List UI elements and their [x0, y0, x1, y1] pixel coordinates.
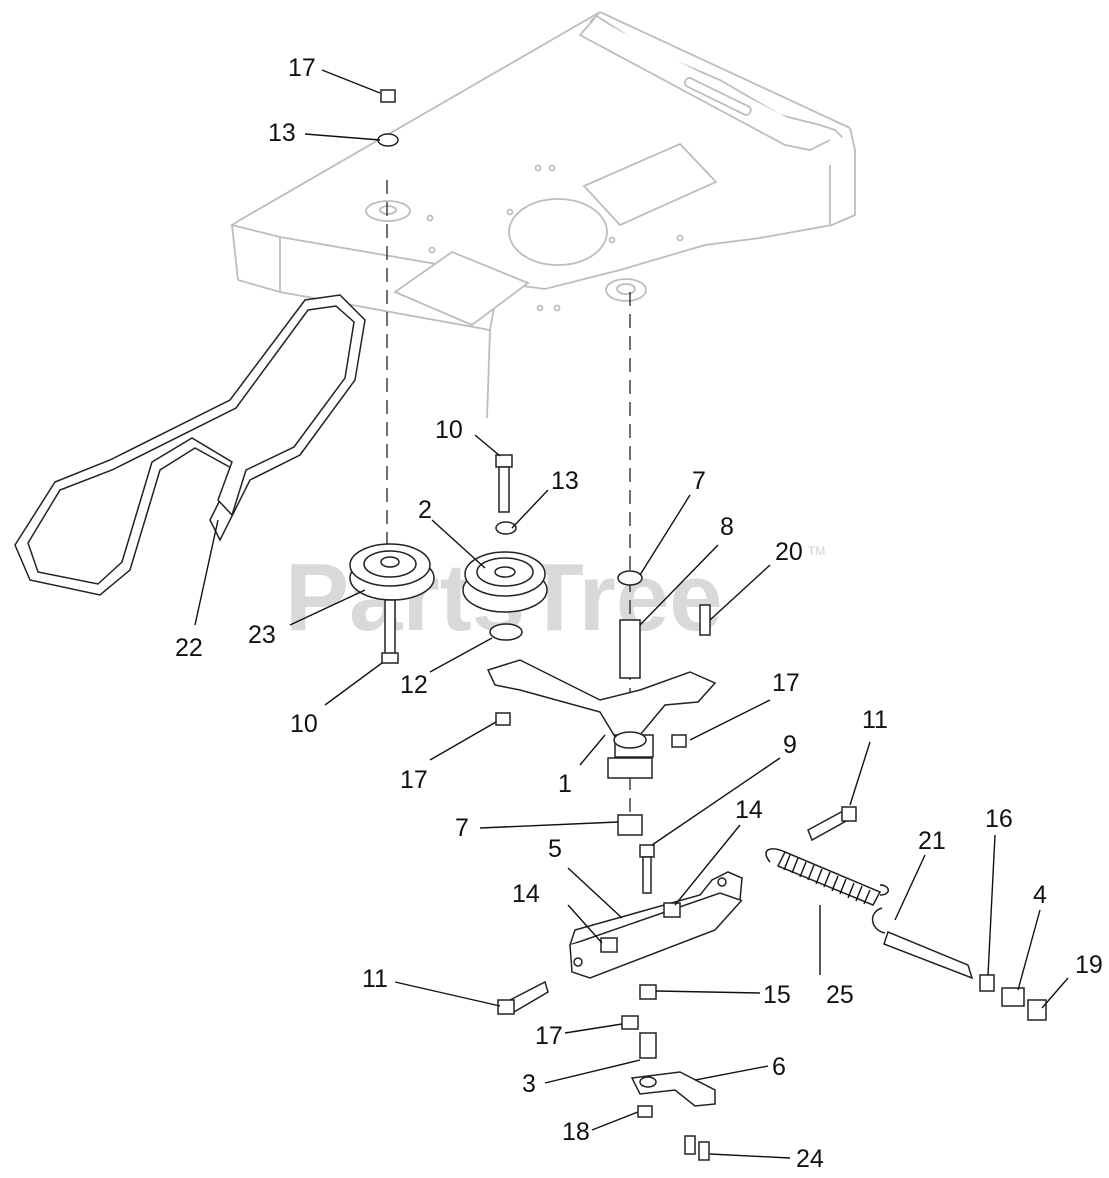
leader-lines [194, 69, 1069, 1159]
callout-6: 6 [772, 1053, 786, 1081]
idler-arm-part-1 [486, 659, 717, 779]
spacer-part-4 [1001, 987, 1025, 1007]
tube-part-8 [619, 619, 641, 679]
callout-15: 15 [763, 981, 791, 1009]
callout-14-left: 14 [512, 880, 540, 908]
washer-part-13-top [377, 133, 399, 147]
callout-7-lower: 7 [455, 814, 469, 842]
nut-part-17-top [380, 89, 396, 103]
bolt-part-10-lower [384, 599, 396, 656]
callout-24: 24 [796, 1145, 824, 1173]
callout-8: 8 [720, 513, 734, 541]
bushing-part-7-upper [617, 570, 643, 586]
callout-3: 3 [522, 1070, 536, 1098]
callout-16: 16 [985, 805, 1013, 833]
watermark-tm: TM [808, 544, 825, 558]
bolt-head-part-10-upper [495, 454, 513, 468]
callout-17-right: 17 [772, 669, 800, 697]
callout-2: 2 [418, 496, 432, 524]
callout-12: 12 [400, 671, 428, 699]
callout-25: 25 [826, 981, 854, 1009]
callout-19: 19 [1075, 951, 1103, 979]
nut-part-14-left [600, 937, 618, 953]
bushing-part-16 [979, 974, 995, 992]
bolt-part-11-right [807, 806, 857, 842]
nut-part-14-right [663, 902, 681, 918]
washer-part-13-mid [495, 521, 517, 535]
bracket-part-5 [568, 871, 743, 979]
callout-22: 22 [175, 634, 203, 662]
belt-part-22 [14, 294, 366, 596]
bolt-part-9 [642, 856, 652, 894]
nut-part-19 [1027, 999, 1047, 1021]
screw-part-24-a [684, 1135, 696, 1155]
nut-part-18 [637, 1105, 653, 1118]
callout-13-mid: 13 [551, 467, 579, 495]
callout-5: 5 [548, 835, 562, 863]
callout-11-right: 11 [862, 706, 888, 734]
bushing-part-7-lower [617, 814, 643, 836]
callout-18: 18 [562, 1118, 590, 1146]
callout-17-top: 17 [288, 54, 316, 82]
rod-part-21 [871, 907, 974, 980]
bolt-head-part-10-lower [381, 652, 399, 664]
callout-10-lower: 10 [290, 710, 318, 738]
nut-part-15 [639, 984, 657, 1000]
callout-4: 4 [1033, 881, 1047, 909]
spacer-part-12 [489, 623, 523, 641]
callout-1: 1 [558, 770, 572, 798]
spacer-part-3 [639, 1032, 657, 1059]
bolt-part-10-upper [498, 466, 510, 513]
spring-part-25 [765, 848, 889, 906]
bolt-part-11-left [497, 980, 549, 1015]
bolt-part-20 [699, 604, 711, 636]
pulley-part-2 [462, 551, 548, 613]
callout-13-top: 13 [268, 119, 296, 147]
callout-21: 21 [918, 827, 946, 855]
nut-part-17-right [671, 734, 687, 748]
bolt-head-part-9 [639, 844, 655, 858]
callout-14-right: 14 [735, 796, 763, 824]
deck-plate [229, 11, 857, 419]
nut-part-17-bottom [621, 1015, 639, 1030]
callout-11-left: 11 [362, 965, 388, 993]
nut-part-17-mid [495, 712, 511, 726]
callout-17-bottom: 17 [535, 1022, 563, 1050]
screw-part-24-b [698, 1141, 710, 1161]
plate-hole-part-6 [639, 1076, 657, 1088]
callout-10-upper: 10 [435, 416, 463, 444]
callout-9: 9 [783, 731, 797, 759]
callout-20: 20 [775, 538, 803, 566]
callout-17-mid: 17 [400, 766, 428, 794]
callout-7-upper: 7 [692, 467, 706, 495]
callout-23: 23 [248, 621, 276, 649]
